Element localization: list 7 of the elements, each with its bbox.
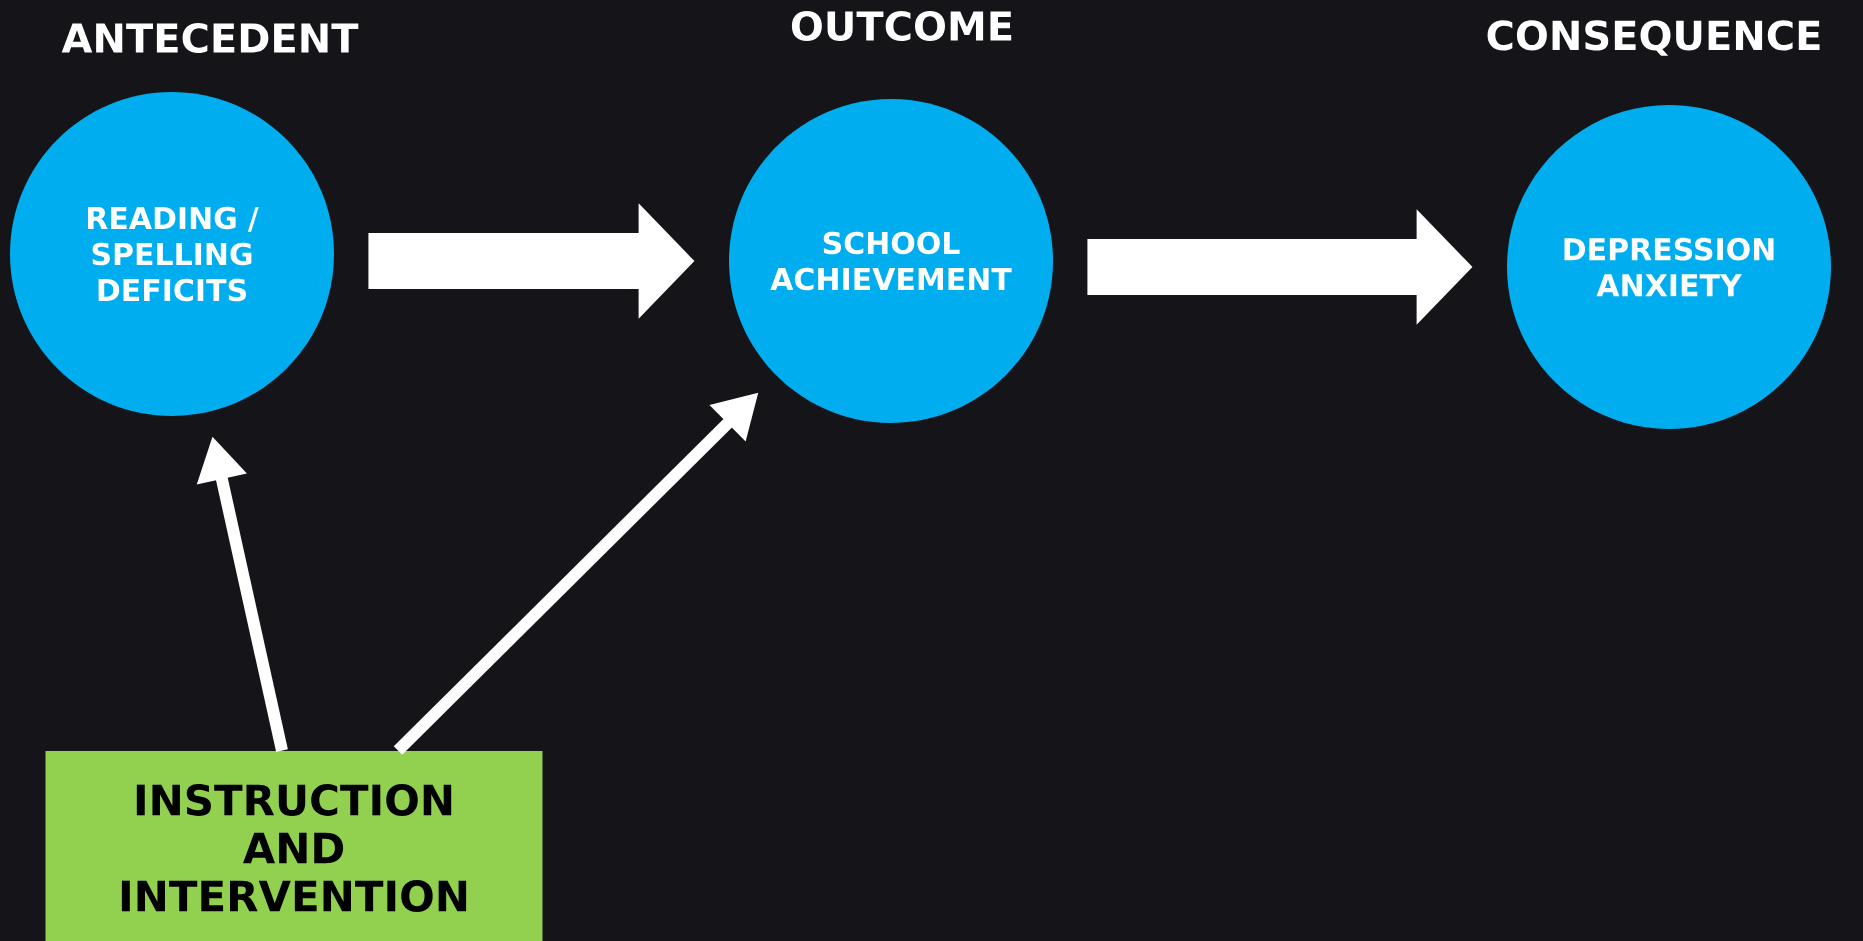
process-box: INSTRUCTION AND INTERVENTION xyxy=(45,751,543,941)
circle-node: READING / SPELLING DEFICITS xyxy=(10,92,334,416)
circle-node: DEPRESSION ANXIETY xyxy=(1507,105,1831,429)
column-heading: CONSEQUENCE xyxy=(1487,20,1820,56)
column-heading: ANTECEDENT xyxy=(61,22,359,54)
circle-node: SCHOOL ACHIEVEMENT xyxy=(729,99,1053,423)
column-heading: OUTCOME xyxy=(791,10,1012,42)
